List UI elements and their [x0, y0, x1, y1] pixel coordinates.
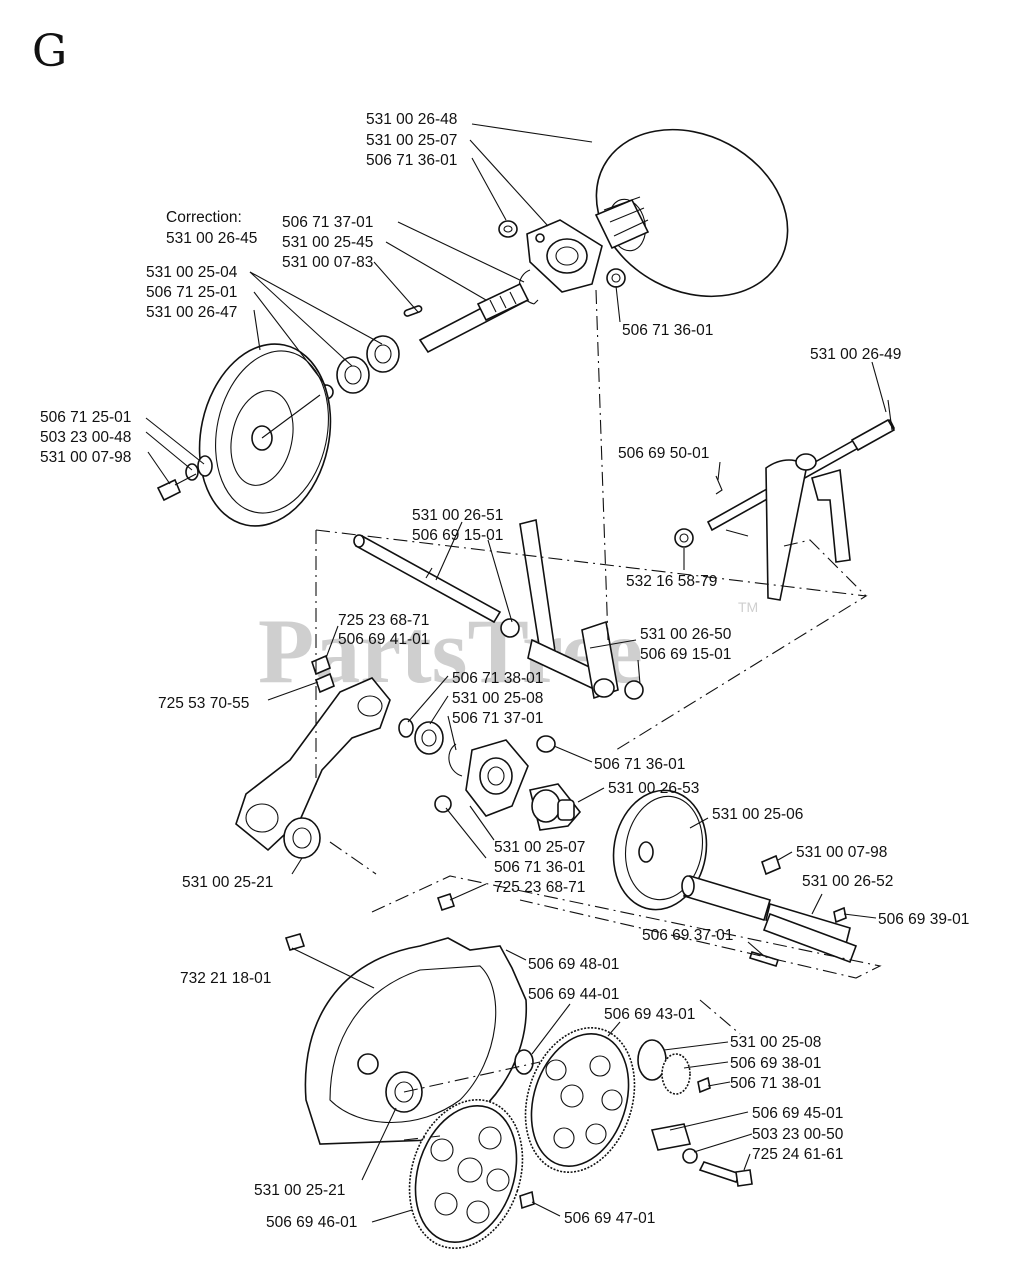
label-left-a: 506 71 25-01: [40, 409, 131, 426]
main-gear: [524, 1027, 636, 1173]
label-arm-a: 531 00 26-50: [640, 626, 732, 643]
bracket-bolt-2: [315, 672, 335, 694]
label-bearing-left: 531 00 25-21: [182, 874, 273, 891]
label-bearing-bottom: 531 00 25-21: [254, 1182, 345, 1199]
leader-lines: [145, 123, 887, 1223]
label-spacer-b: 503 23 00-50: [752, 1126, 844, 1143]
pinion: [637, 1039, 691, 1095]
main-shaft: [418, 282, 530, 354]
label-plug: 506 69 47-01: [564, 1210, 655, 1227]
pinion-small: [697, 1076, 711, 1094]
label-pulley-b: 506 71 25-01: [146, 284, 237, 301]
label-left-c: 531 00 07-98: [40, 449, 131, 466]
bottom-gear: [408, 1099, 524, 1249]
label-drum-pin: 506 69 37-01: [642, 927, 733, 944]
right-washer: [606, 268, 626, 288]
drum-shaft: [681, 875, 858, 964]
label-shaft-c: 531 00 07-83: [282, 254, 373, 271]
part-labels: 531 00 26-48 531 00 25-07 506 71 36-01 C…: [40, 111, 969, 1231]
case-bolt: [436, 892, 456, 912]
label-shaft-b: 531 00 25-45: [282, 234, 373, 251]
clip: [715, 475, 723, 495]
label-mid-bottom-c: 725 23 68-71: [494, 879, 585, 896]
key: [403, 305, 423, 317]
small-washer: [674, 528, 694, 548]
mid-flange: [465, 739, 529, 817]
label-top-a: 531 00 26-48: [366, 111, 457, 128]
left-washer: [197, 455, 213, 477]
label-drum: 531 00 25-06: [712, 806, 803, 823]
spacer: [650, 1123, 692, 1151]
label-bolt-c: 725 53 70-55: [158, 695, 249, 712]
label-spacer-a: 506 69 45-01: [752, 1105, 843, 1122]
left-bearing: [283, 817, 321, 859]
mid-snap-ring: [448, 743, 463, 777]
label-gear-bottom: 506 69 46-01: [266, 1214, 357, 1231]
label-mid-c: 506 71 37-01: [452, 710, 543, 727]
label-pulley-c: 531 00 26-47: [146, 304, 237, 321]
label-rod-a: 531 00 26-51: [412, 507, 503, 524]
arm-bushing: [624, 680, 644, 700]
label-left-b: 503 23 00-48: [40, 429, 131, 446]
drum-small: [833, 906, 847, 924]
label-mid-b: 531 00 25-08: [452, 690, 543, 707]
middle-rod: [353, 534, 502, 624]
label-spacer-c: 725 24 61-61: [752, 1146, 843, 1163]
label-mid-hub: 531 00 26-53: [608, 780, 699, 797]
top-disc: [594, 128, 789, 298]
top-washer: [498, 220, 518, 238]
mid-hub: [529, 783, 582, 831]
drum-bolt: [761, 854, 781, 876]
mid-bottom-washer: [434, 795, 452, 813]
label-bolt-bottom-left: 732 21 18-01: [180, 970, 271, 987]
spacer-washer: [682, 1148, 698, 1164]
watermark-tm: TM: [738, 599, 758, 615]
label-pinion-c: 506 71 38-01: [730, 1075, 821, 1092]
label-washer-right: 506 71 36-01: [622, 322, 713, 339]
label-mid-washer: 506 71 36-01: [594, 756, 685, 773]
plug: [519, 1190, 535, 1210]
label-case: 506 69 48-01: [528, 956, 619, 973]
label-bolt-b: 506 69 41-01: [338, 631, 429, 648]
label-drum-shaft: 531 00 26-52: [802, 873, 893, 890]
mid-small: [398, 718, 414, 738]
label-clip: 506 69 50-01: [618, 445, 709, 462]
label-drum-bolt: 531 00 07-98: [796, 844, 887, 861]
label-rod-b: 506 69 15-01: [412, 527, 503, 544]
label-pinion-a: 531 00 25-08: [730, 1034, 821, 1051]
label-arm-b: 506 69 15-01: [640, 646, 731, 663]
right-rod-assembly: [706, 399, 896, 601]
label-top-b: 531 00 25-07: [366, 132, 457, 149]
mid-bearing: [414, 721, 444, 755]
label-pulley-a: 531 00 25-04: [146, 264, 238, 281]
label-washer-small: 532 16 58-79: [626, 573, 717, 590]
label-shaft-a: 506 71 37-01: [282, 214, 373, 231]
label-mid-bottom-b: 506 71 36-01: [494, 859, 585, 876]
label-mid-a: 506 71 38-01: [452, 670, 543, 687]
label-bushing: 506 69 44-01: [528, 986, 619, 1003]
bushing: [514, 1049, 534, 1075]
correction-part: 531 00 26-45: [166, 230, 257, 247]
label-drum-small: 506 69 39-01: [878, 911, 969, 928]
large-pulley: [198, 343, 332, 527]
section-letter: G: [32, 26, 67, 77]
left-bracket: [235, 677, 391, 852]
label-mid-bottom-a: 531 00 25-07: [494, 839, 585, 856]
correction-title: Correction:: [166, 209, 242, 226]
long-bolt: [698, 1161, 742, 1183]
label-pinion-b: 506 69 38-01: [730, 1055, 821, 1072]
pulley-bearings: [318, 335, 400, 400]
rod-bushing: [500, 618, 520, 638]
alignment-lines: [315, 289, 882, 1141]
label-rod-right: 531 00 26-49: [810, 346, 901, 363]
label-top-c: 506 71 36-01: [366, 152, 457, 169]
bottom-left-bolt: [284, 933, 306, 951]
mid-washer: [536, 735, 556, 753]
label-gear: 506 69 43-01: [604, 1006, 695, 1023]
label-bolt-a: 725 23 68-71: [338, 612, 429, 629]
top-flange-bearing: [526, 219, 603, 293]
